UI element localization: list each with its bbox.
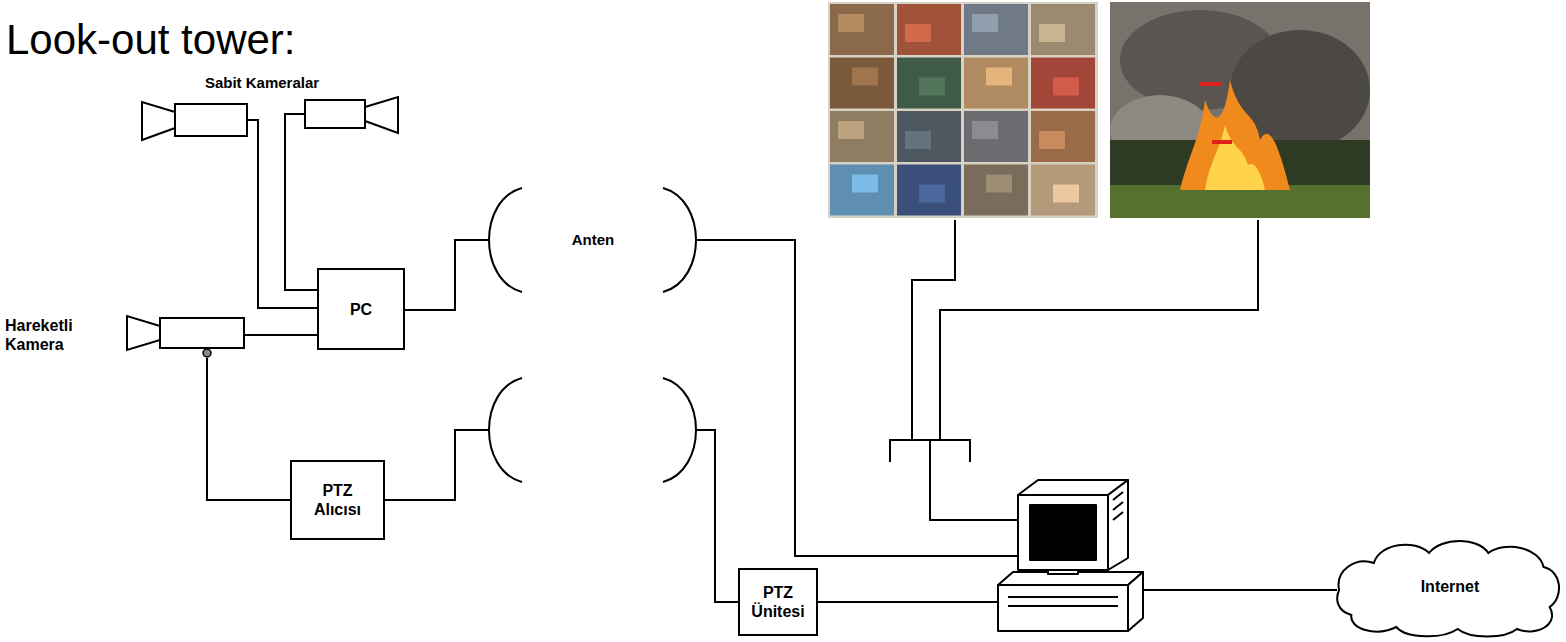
tile-detail <box>838 14 864 32</box>
tile-detail <box>986 175 1012 193</box>
fixed-camera-body <box>175 104 247 136</box>
monitor-stand <box>1048 570 1078 574</box>
camera-tile <box>1031 165 1095 216</box>
tile-detail <box>919 185 945 203</box>
fire-photo <box>1110 2 1370 218</box>
computer-base-side <box>1128 572 1143 631</box>
tile-detail <box>905 24 931 42</box>
diagram-title: Look-out tower: <box>6 16 296 64</box>
antenna-dish <box>663 378 696 482</box>
camera-wire <box>247 120 317 308</box>
moving-camera: Hareketli Kamera <box>5 312 245 358</box>
photo-sky <box>1110 2 1370 218</box>
camera-tile <box>830 58 894 109</box>
antenna-label: Anten <box>572 231 615 249</box>
photo-frame <box>828 2 1098 218</box>
tile-detail <box>972 14 998 32</box>
camera-tile <box>964 4 1028 55</box>
camera-tile <box>1031 58 1095 109</box>
fixed-camera-lens <box>142 102 175 140</box>
monitor-screen <box>1030 505 1096 560</box>
antenna-dish <box>489 188 522 292</box>
internet-wire <box>1143 589 1337 591</box>
monitor-vent <box>1113 502 1123 510</box>
ptz-joint <box>203 349 211 357</box>
tile-detail <box>1039 131 1065 149</box>
node-text: PTZ Ünitesi <box>746 583 810 621</box>
antenna-wire <box>696 240 1018 556</box>
monitor-wire <box>912 220 955 440</box>
antenna-wire <box>696 430 738 602</box>
monitor-vent <box>1113 512 1123 520</box>
camera-tile <box>964 165 1028 216</box>
node-text: PTZ Alıcısı <box>302 481 374 519</box>
antenna-wire <box>405 240 489 310</box>
node-text: Hareketli Kamera <box>5 316 105 354</box>
tile-detail <box>1053 78 1079 96</box>
ptz-unit-box: PTZ Ünitesi <box>738 568 818 636</box>
internet-cloud: Internet <box>1335 535 1565 638</box>
ptz-receiver-box: PTZ Alıcısı <box>290 460 385 540</box>
camera-tile <box>964 58 1028 109</box>
camera-tile <box>1031 4 1095 55</box>
tile-detail <box>986 68 1012 86</box>
detection-mark <box>1212 140 1232 144</box>
fixed-camera-body <box>305 100 365 128</box>
camera-icon <box>125 312 245 358</box>
tile-detail <box>1039 24 1065 42</box>
pc-box: PC <box>317 268 405 350</box>
antenna-wire <box>385 430 489 500</box>
camera-body <box>160 318 244 348</box>
cloud-outline <box>1337 541 1559 637</box>
camera-tile <box>897 165 961 216</box>
monitor-side <box>1108 480 1128 570</box>
monitor-wire <box>940 220 1258 440</box>
tile-detail <box>852 68 878 86</box>
tile-detail <box>972 121 998 139</box>
monitor-wire <box>930 440 1018 520</box>
camera-wire <box>285 114 317 290</box>
node-text: PC <box>326 300 396 319</box>
monitor-vent <box>1113 492 1123 500</box>
antenna-dish <box>663 188 696 292</box>
camera-tile <box>1031 111 1095 162</box>
tile-detail <box>1053 185 1079 203</box>
camera-tile <box>830 111 894 162</box>
connector-wire <box>207 358 290 500</box>
camera-tile <box>964 111 1028 162</box>
camera-grid-photo <box>828 2 1098 218</box>
tile-detail <box>919 78 945 96</box>
connector-wire <box>245 334 317 336</box>
computer-base <box>998 585 1128 631</box>
group-label: Sabit Kameralar <box>205 74 319 92</box>
monitor-front <box>1018 495 1108 570</box>
ptz-wire <box>818 601 998 603</box>
camera-tile <box>830 4 894 55</box>
camera-tile <box>897 111 961 162</box>
computer-slot <box>1008 596 1118 598</box>
computer-slot <box>1008 605 1118 607</box>
camera-tile <box>897 4 961 55</box>
tile-detail <box>905 131 931 149</box>
antenna-dish <box>489 378 522 482</box>
camera-tile <box>897 58 961 109</box>
tile-detail <box>852 175 878 193</box>
flame <box>1180 80 1290 190</box>
fixed-camera-lens <box>365 97 398 133</box>
camera-tile <box>830 165 894 216</box>
node-text: Internet <box>1355 577 1545 596</box>
tile-detail <box>838 121 864 139</box>
flame-core <box>1205 125 1265 190</box>
camera-lens <box>127 316 160 350</box>
detection-mark <box>1200 82 1222 86</box>
